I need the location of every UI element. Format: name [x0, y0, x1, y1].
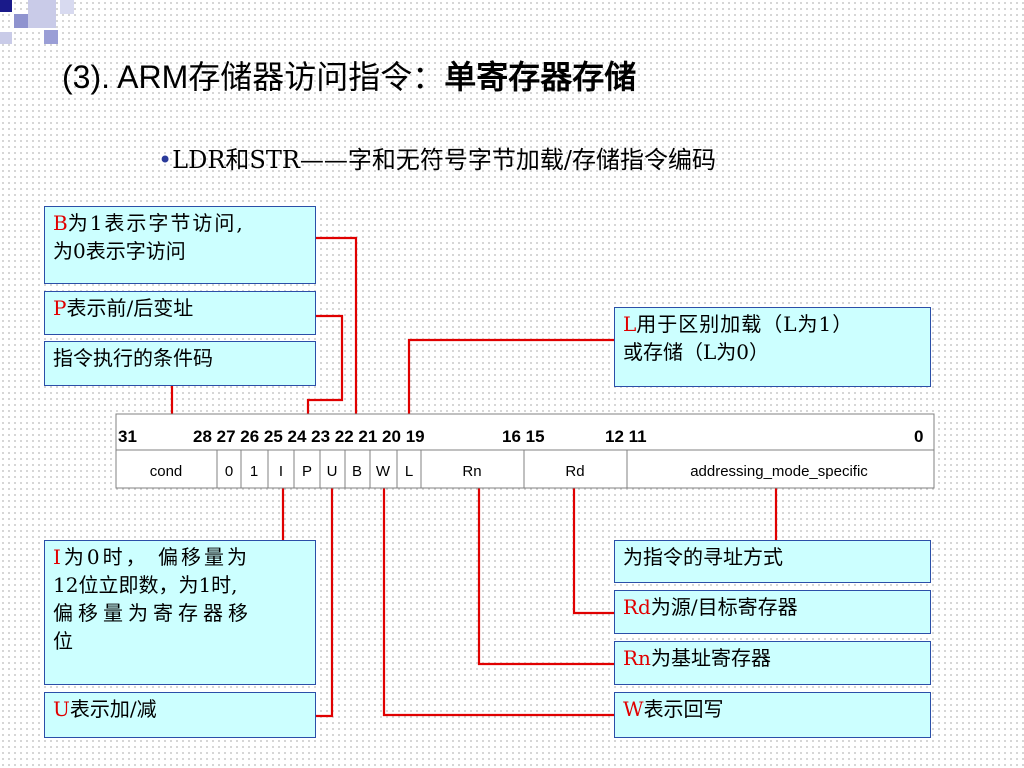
page-title: (3). ARM存储器访问指令：单寄存器存储 [62, 59, 637, 95]
field-l: L [405, 463, 413, 480]
field-w: W [376, 463, 391, 480]
field-b: B [352, 463, 362, 480]
field-cond: cond [150, 463, 183, 480]
bit-label-16-15: 16 15 [502, 427, 545, 446]
field-p: P [302, 463, 312, 480]
field-rd: Rd [565, 463, 584, 480]
u-bit-box: U表示加/减 [44, 692, 316, 738]
connector-rd [572, 462, 614, 615]
field-rn: Rn [462, 463, 481, 480]
connector-p [306, 314, 344, 425]
bit-label-12-11: 12 11 [605, 427, 647, 446]
field-0: 0 [225, 463, 233, 480]
connector-u [316, 462, 334, 718]
field-addressing: addressing_mode_specific [690, 463, 868, 480]
connector-w [382, 462, 614, 717]
field-1: 1 [250, 463, 258, 480]
w-bit-box: W表示回写 [614, 692, 931, 738]
subtitle: •LDR和STR——字和无符号字节加载/存储指令编码 [158, 146, 717, 174]
b-bit-box: B为1表示字节访问, 为0表示字访问 [44, 206, 316, 284]
field-i: I [279, 463, 283, 480]
connector-b [316, 236, 358, 425]
connector-rn [477, 486, 614, 666]
l-bit-box: L用于区别加载（L为1） 或存储（L为0） [614, 307, 931, 387]
bit-label-31: 31 [118, 427, 137, 446]
connector-l [407, 338, 614, 425]
p-bit-box: P表示前/后变址 [44, 291, 316, 335]
cond-box: 指令执行的条件码 [44, 341, 316, 386]
i-bit-box: I为0时， 偏移量为 12位立即数，为1时, 偏移量为寄存器移 位 [44, 540, 316, 685]
field-u: U [327, 463, 338, 480]
addressing-box: 为指令的寻址方式 [614, 540, 931, 583]
rd-box: Rd为源/目标寄存器 [614, 590, 931, 634]
rn-box: Rn为基址寄存器 [614, 641, 931, 685]
bit-label-28-19: 28 27 26 25 24 23 22 21 20 19 [193, 427, 425, 446]
encoding-table: 31 28 27 26 25 24 23 22 21 20 19 16 15 1… [115, 413, 935, 489]
bit-label-0: 0 [914, 427, 923, 446]
